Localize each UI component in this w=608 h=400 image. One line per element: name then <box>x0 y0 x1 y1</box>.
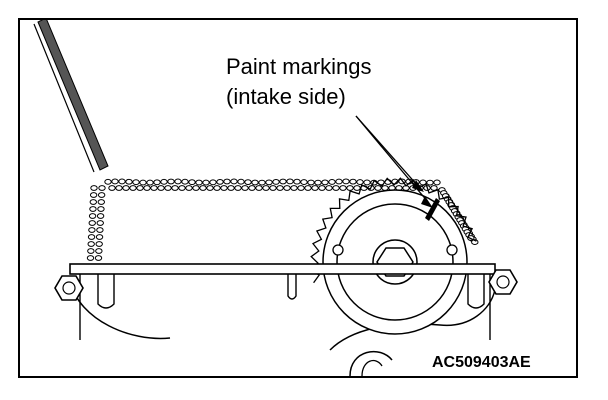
annotation-line-2: (intake side) <box>226 84 346 109</box>
cover-outline-lower <box>329 289 496 351</box>
figure-code: AC509403AE <box>432 354 531 371</box>
timing-chain-diagram <box>33 20 518 376</box>
paint-marking <box>425 198 440 221</box>
diagram-frame: Paint markings (intake side) AC509403AE <box>18 18 578 378</box>
annotation-line-1: Paint markings <box>226 54 372 79</box>
camshaft-sprocket <box>310 177 477 335</box>
right-bolt <box>488 269 518 295</box>
leader-lines <box>355 115 433 208</box>
left-bolt <box>54 275 84 301</box>
lower-pulley <box>349 350 393 376</box>
chain-guide-left <box>33 20 109 173</box>
cover-outline-left <box>69 281 171 340</box>
